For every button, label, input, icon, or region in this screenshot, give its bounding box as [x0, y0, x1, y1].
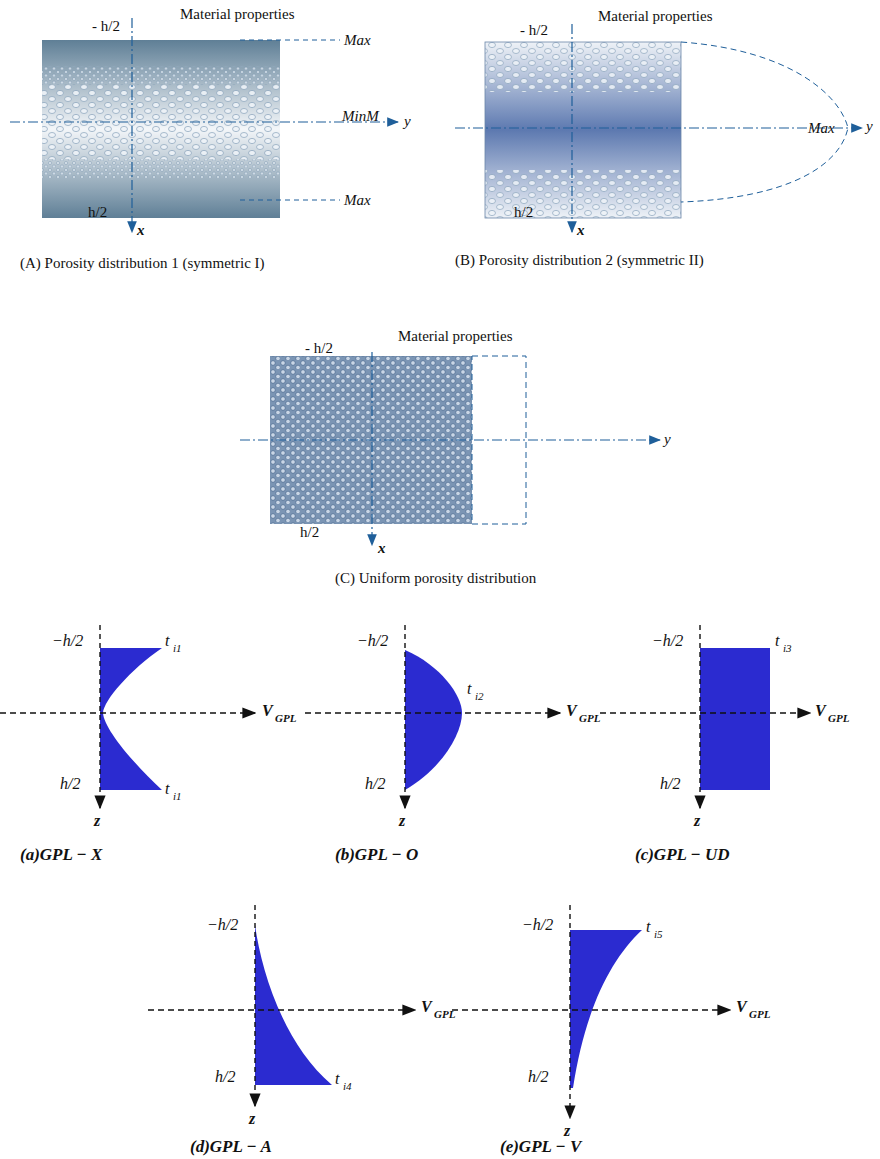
axis-label: x	[378, 540, 386, 557]
axis-label: V	[421, 998, 432, 1016]
axis-label: GPL	[434, 1008, 455, 1020]
axis-label: GPL	[579, 712, 600, 724]
axis-label: i3	[783, 642, 792, 654]
axis-label: h/2	[300, 524, 319, 541]
axis-label: t	[165, 632, 169, 650]
axis-label: z	[94, 812, 100, 830]
axis-label: V	[736, 998, 747, 1016]
axis-label: −h/2	[652, 632, 683, 650]
axis-label: h/2	[88, 204, 107, 221]
axis-label: z	[399, 812, 405, 830]
axis-label: z	[564, 1122, 570, 1140]
figure-caption: (C) Uniform porosity distribution	[335, 570, 536, 587]
axis-label: y	[404, 113, 411, 130]
axis-label: y	[664, 431, 671, 448]
axis-label: t	[775, 632, 779, 650]
axis-label: Max	[344, 32, 371, 49]
axis-label: i1	[173, 642, 182, 654]
axis-label: h/2	[660, 775, 680, 793]
axis-label: −h/2	[522, 916, 553, 934]
axis-label: −h/2	[52, 632, 83, 650]
axis-label: V	[262, 702, 273, 720]
axis-label: MinM	[342, 108, 379, 125]
axis-label: −h/2	[207, 916, 238, 934]
figure-caption: (B) Porosity distribution 2 (symmetric I…	[455, 252, 704, 269]
figure-caption: (a)GPL − X	[20, 846, 102, 865]
axis-label: GPL	[749, 1008, 770, 1020]
axis-label: i2	[475, 690, 484, 702]
figure-caption: (d)GPL − A	[190, 1138, 272, 1157]
axis-label: h/2	[514, 204, 533, 221]
axis-label: z	[694, 812, 700, 830]
axis-label: - h/2	[520, 22, 548, 39]
axis-label: Material properties	[180, 6, 295, 23]
axis-label: h/2	[365, 775, 385, 793]
figure-caption: (c)GPL − UD	[635, 846, 730, 865]
axis-label: x	[137, 222, 145, 239]
figure-caption: (b)GPL − O	[335, 846, 418, 865]
axis-label: t	[646, 918, 650, 936]
axis-label: Max	[808, 120, 835, 137]
axis-label: z	[249, 1110, 255, 1128]
axis-label: GPL	[275, 712, 296, 724]
axis-label: i1	[173, 790, 182, 802]
figure-caption: (e)GPL − V	[500, 1138, 581, 1157]
axis-label: t	[165, 780, 169, 798]
axis-label: y	[866, 118, 873, 135]
axis-label: x	[577, 222, 585, 239]
axis-label: i5	[654, 928, 663, 940]
axis-label: t	[467, 680, 471, 698]
figure-caption: (A) Porosity distribution 1 (symmetric I…	[20, 255, 265, 272]
axis-label: h/2	[528, 1068, 548, 1086]
axis-label: - h/2	[92, 18, 120, 35]
axis-label: Material properties	[398, 328, 513, 345]
axis-label: V	[566, 702, 577, 720]
axis-label: −h/2	[357, 632, 388, 650]
axis-label: - h/2	[305, 340, 333, 357]
axis-label: Max	[344, 192, 371, 209]
axis-label: h/2	[60, 775, 80, 793]
axis-label: h/2	[215, 1068, 235, 1086]
axis-label: t	[335, 1070, 339, 1088]
axis-label: i4	[343, 1080, 352, 1092]
axis-label: V	[815, 702, 826, 720]
axis-label: Material properties	[598, 8, 713, 25]
axis-label: GPL	[828, 712, 849, 724]
